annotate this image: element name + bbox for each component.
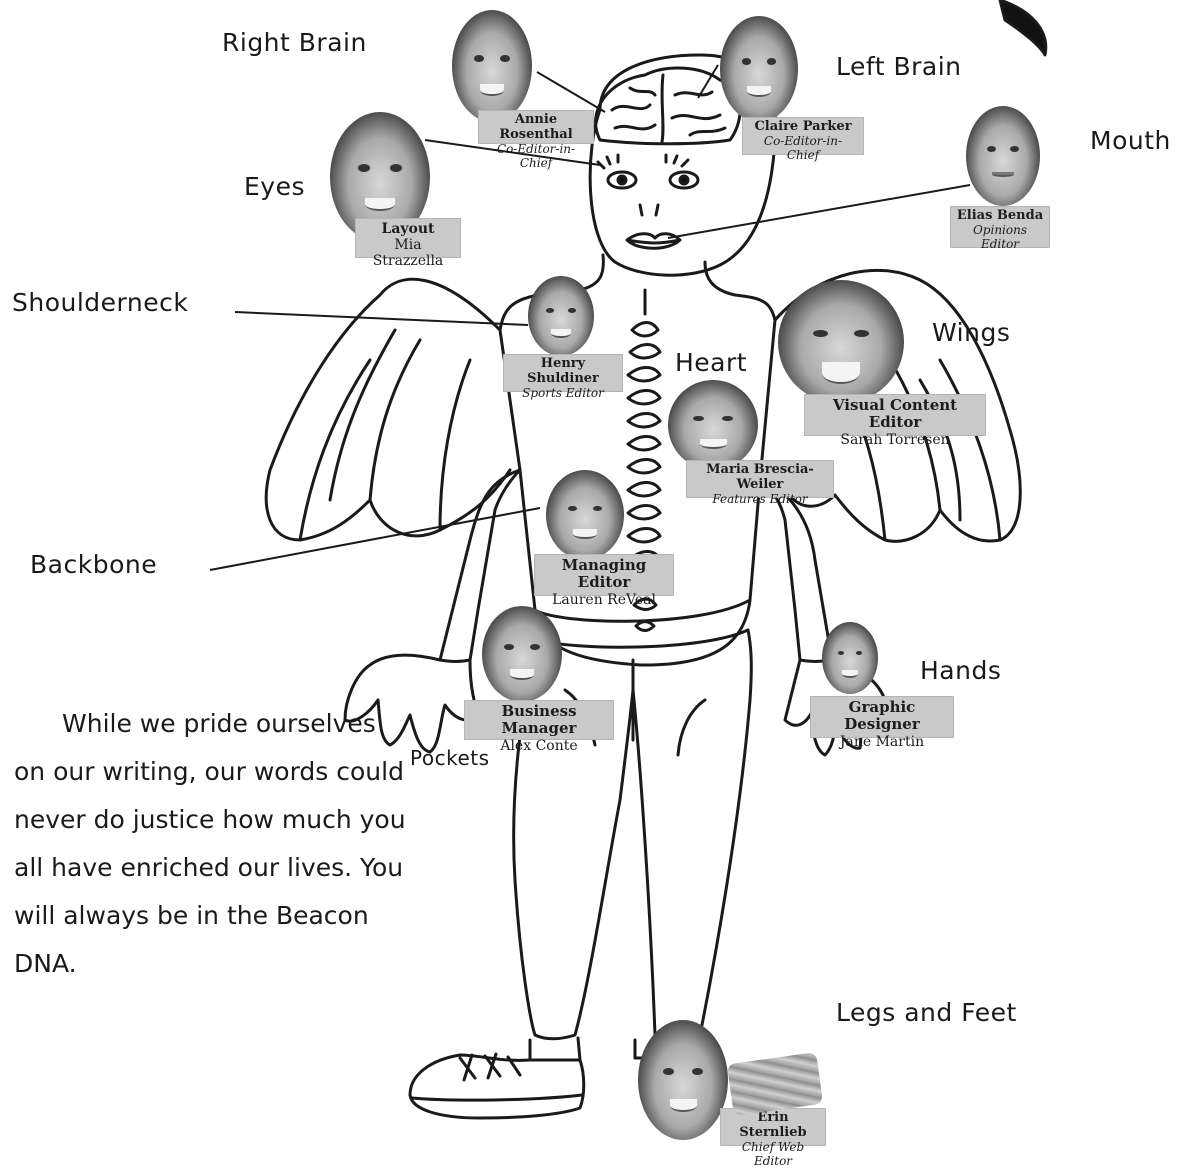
photo-claire-parker [720,16,798,122]
label-right-brain: Right Brain [222,28,367,57]
label-wings: Wings [932,318,1010,347]
tag-title: Graphic Designer [816,699,948,734]
tag-claire-parker: Claire Parker Co-Editor-in-Chief [742,117,864,155]
label-eyes: Eyes [244,172,305,201]
tag-name: Maria Brescia-Weiler [692,463,828,493]
tag-sarah-torresen: Visual Content Editor Sarah Torresen [804,394,986,436]
tag-mia-strazzella: Layout Mia Strazzella [355,218,461,258]
tag-elias-benda: Elias Benda Opinions Editor [950,206,1050,248]
photo-jane-martin [822,622,878,694]
tag-title: Visual Content Editor [810,397,980,432]
tag-role: Features Editor [692,493,828,507]
label-hands: Hands [920,656,1001,685]
left-shoe-drawing [410,1038,584,1118]
pants-drawing [514,630,752,1043]
label-shoulderneck: Shoulderneck [12,288,188,317]
tag-role: Opinions Editor [956,224,1044,252]
tag-title: Managing Editor [540,557,668,592]
tag-name: Claire Parker [748,120,858,135]
tag-henry-shuldiner: Henry Shuldiner Sports Editor [503,354,623,392]
mouth-drawing [627,234,680,249]
right-arm-drawing [760,480,832,662]
label-legs-and-feet: Legs and Feet [836,998,1017,1027]
photo-erin-sternlieb [638,1020,728,1140]
photo-alex-conte [482,606,562,702]
photo-maria-brescia-weiler [668,380,758,470]
tag-name: Mia Strazzella [361,237,455,269]
tag-role: Chief Web Editor [726,1141,820,1168]
tag-jane-martin: Graphic Designer Jane Martin [810,696,954,738]
tag-name: Jane Martin [816,734,948,750]
connector-right-brain [537,72,605,112]
connector-mouth [668,185,970,238]
label-left-brain: Left Brain [836,52,962,81]
tag-maria-brescia-weiler: Maria Brescia-Weiler Features Editor [686,460,834,498]
tag-name: Henry Shuldiner [509,357,617,387]
photo-lauren-reveal [546,470,624,560]
tag-role: Co-Editor-in-Chief [748,135,858,163]
label-mouth: Mouth [1090,126,1171,155]
label-backbone: Backbone [30,550,157,579]
tag-lauren-reveal: Managing Editor Lauren ReVeal [534,554,674,596]
tag-title: Layout [361,221,455,237]
photo-henry-shuldiner [528,276,594,356]
tag-name: Alex Conte [470,738,608,754]
tag-role: Co-Editor-in-Chief [484,143,588,171]
tag-alex-conte: Business Manager Alex Conte [464,700,614,740]
photo-sarah-torresen [778,280,904,404]
photo-elias-benda [966,106,1040,206]
tag-name: Sarah Torresen [810,432,980,448]
tag-name: Elias Benda [956,209,1044,224]
closing-message: While we pride ourselves on our writing,… [14,700,414,988]
tag-name: Erin Sternlieb [726,1111,820,1141]
photo-annie-rosenthal [452,10,532,122]
tag-annie-rosenthal: Annie Rosenthal Co-Editor-in-Chief [478,110,594,144]
tag-name: Lauren ReVeal [540,592,668,608]
label-heart: Heart [675,348,747,377]
tag-title: Business Manager [470,703,608,738]
tag-name: Annie Rosenthal [484,113,588,143]
tag-role: Sports Editor [509,387,617,401]
